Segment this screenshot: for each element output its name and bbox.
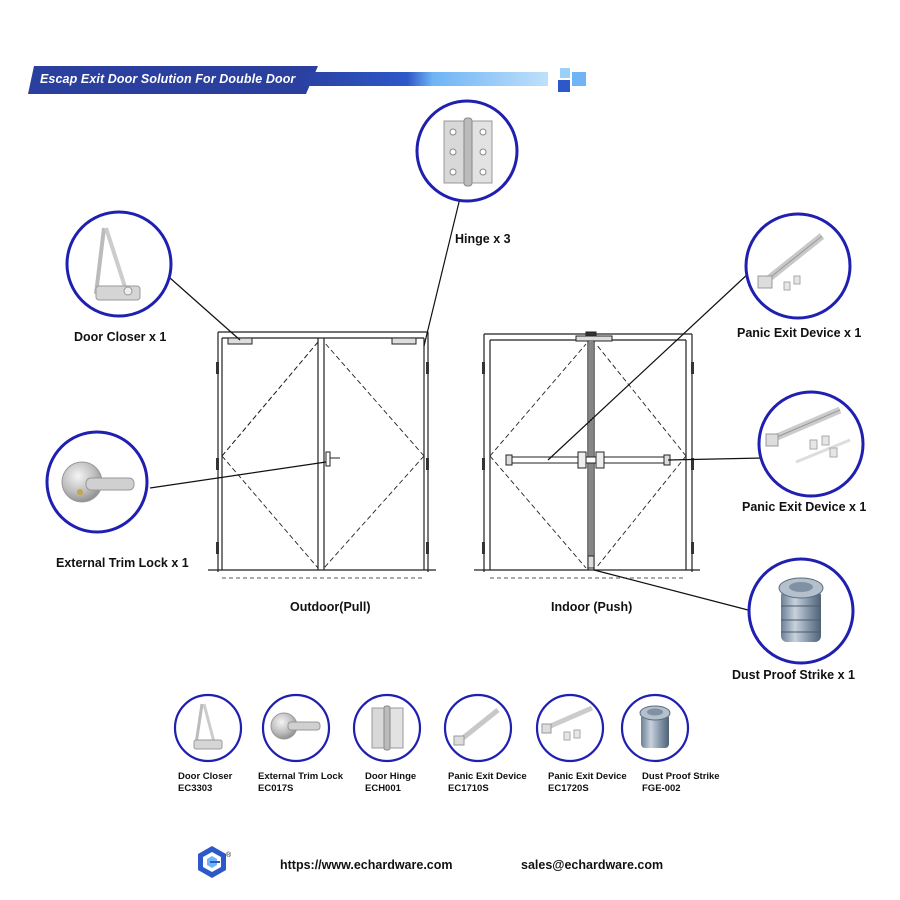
email-link[interactable]: sales@echardware.com	[521, 858, 664, 872]
product-external-trim-lock-icon	[261, 693, 331, 763]
dust-proof-strike-icon	[747, 557, 855, 665]
panic-exit-device-2-label: Panic Exit Device x 1	[742, 500, 867, 514]
panic-exit-device-1-icon	[744, 212, 852, 320]
product-door-hinge-icon	[352, 693, 422, 763]
top-latch-right	[575, 331, 613, 342]
hinges-right	[482, 362, 694, 554]
dust-proof-strike-label: Dust Proof Strike x 1	[732, 668, 855, 682]
panic-exit-device-2-icon	[757, 390, 865, 498]
outdoor-label: Outdoor(Pull)	[290, 600, 371, 614]
indoor-door	[474, 333, 700, 579]
external-trim-lock-label: External Trim Lock x 1	[56, 556, 189, 570]
company-logo-icon	[198, 846, 226, 878]
product-door-closer-icon	[173, 693, 243, 763]
lever-handle-left	[325, 451, 340, 467]
door-closer-left-a	[227, 337, 253, 345]
hinge-label: Hinge x 3	[455, 232, 511, 246]
product-dust-proof-strike-icon	[620, 693, 690, 763]
door-closer-icon	[65, 210, 173, 318]
external-trim-lock-icon	[45, 430, 149, 534]
hinge-icon	[415, 99, 519, 203]
indoor-label: Indoor (Push)	[551, 600, 633, 614]
product-panic-exit-ec1720s-icon	[535, 693, 605, 763]
hinges-left	[216, 362, 429, 554]
outdoor-door	[208, 331, 436, 579]
banner-title: Escap Exit Door Solution For Double Door	[40, 72, 296, 86]
panic-exit-device-1-label: Panic Exit Device x 1	[737, 326, 862, 340]
panic-bar-right	[505, 451, 671, 569]
callout-lines	[149, 197, 765, 611]
title-banner	[28, 66, 586, 94]
door-closer-label: Door Closer x 1	[74, 330, 167, 344]
door-closer-left-b	[391, 337, 417, 345]
registered-mark: ®	[226, 852, 232, 859]
product-panic-exit-ec1710s-icon	[443, 693, 513, 763]
website-link[interactable]: https://www.echardware.com	[280, 858, 453, 872]
vertical-rods	[589, 342, 593, 568]
